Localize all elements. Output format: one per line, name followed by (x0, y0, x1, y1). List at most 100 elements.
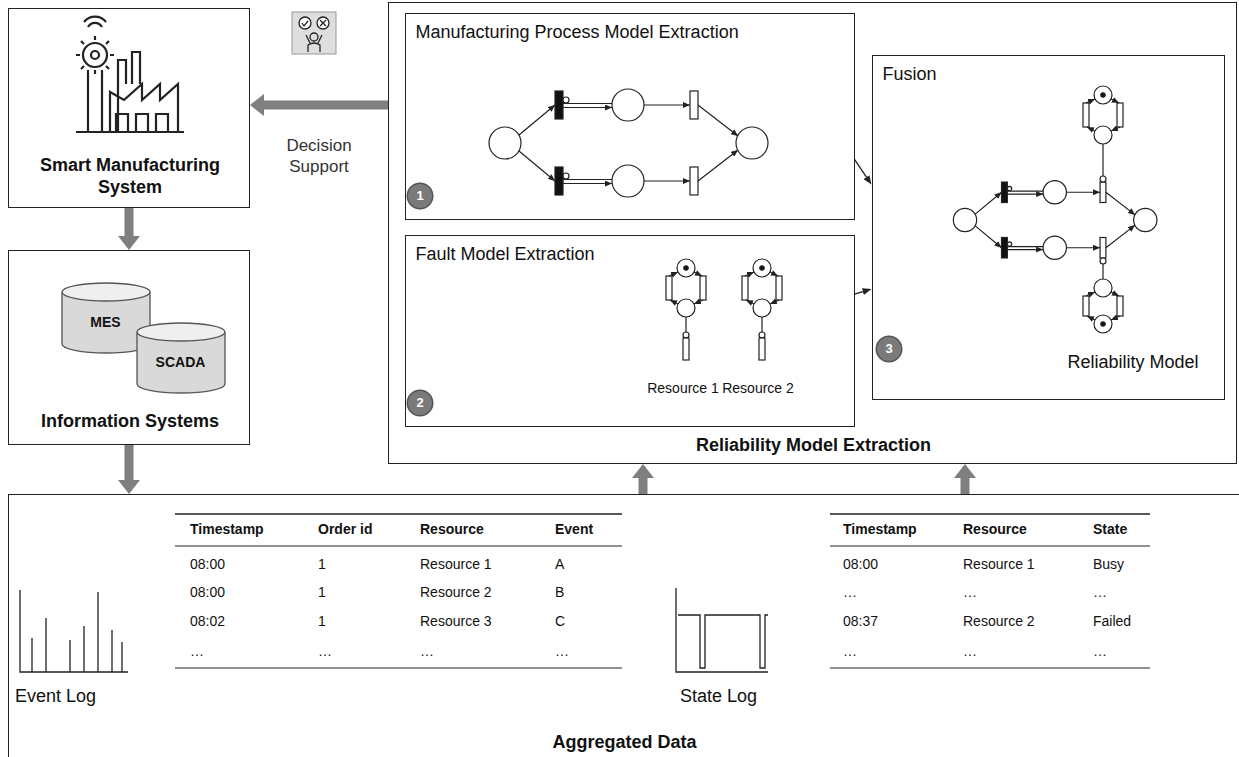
table-cell: … (420, 643, 434, 660)
double-arc (1007, 191, 1043, 192)
arc-line (1066, 247, 1100, 248)
table-cell: … (318, 643, 332, 660)
arc-line (519, 151, 555, 181)
table-cell: A (555, 556, 564, 573)
arc-line (975, 192, 1001, 214)
table-cell: Resource 3 (420, 613, 492, 630)
inhibitor-dot (1007, 186, 1011, 190)
place-circle (612, 89, 644, 121)
chart-axes (20, 590, 128, 672)
place-circle (612, 165, 644, 197)
table-cell: 08:37 (843, 613, 878, 630)
node-heading: MES (60, 314, 152, 331)
place-circle (1094, 279, 1112, 297)
node-heading: Smart Manufacturing System (19, 155, 241, 198)
petri-nets (489, 86, 1157, 360)
arc-line (1111, 99, 1119, 103)
node-heading: Manufacturing Process Model Extraction (416, 22, 846, 44)
gear-hub (91, 51, 99, 59)
table-cell: … (1093, 584, 1107, 601)
arc-line (644, 104, 690, 105)
resource-label: Resource 1 (647, 380, 719, 397)
double-arc (1007, 246, 1043, 247)
double-arc (563, 107, 612, 108)
inhibitor-dot (1007, 242, 1011, 246)
place-circle (1094, 86, 1112, 104)
inhibitor-dot (1100, 176, 1106, 182)
place-circle (1043, 181, 1066, 204)
flow-arrow (125, 445, 134, 480)
arc-line (670, 300, 678, 304)
place-circle (1094, 315, 1112, 333)
chart-axes (676, 588, 768, 672)
arc-line (694, 272, 702, 276)
arc-line (669, 272, 678, 276)
place-circle (489, 127, 521, 159)
table-cell: Resource 2 (420, 584, 492, 601)
cylinder-top (137, 323, 225, 341)
timed-transition (1002, 238, 1008, 258)
edge-label: Decision Support (273, 135, 365, 178)
log-title: State Log (680, 686, 757, 708)
node-heading: Fault Model Extraction (416, 244, 846, 266)
table-rule (830, 668, 1150, 669)
transition-bar (666, 276, 672, 300)
callout-number: 1 (408, 184, 432, 208)
double-arc (563, 179, 612, 180)
wifi-symbol (84, 17, 106, 27)
person-head (310, 33, 318, 41)
factory-hall (82, 84, 178, 132)
callout-digit: 2 (408, 395, 432, 411)
double-arc (563, 183, 612, 184)
table-rule (175, 546, 622, 547)
timed-transition (1002, 182, 1008, 202)
table-rule (830, 546, 1150, 547)
double-arc (563, 103, 612, 104)
table-cell: Resource (963, 521, 1027, 538)
flow-arrow (125, 208, 134, 236)
factory-icon (76, 17, 184, 132)
transition-bar (690, 91, 698, 119)
table-cell: 1 (318, 584, 326, 601)
table-cell: Resource 1 (963, 556, 1035, 573)
transition-bar (776, 276, 782, 300)
callout-digit: 1 (408, 188, 432, 204)
transition-bar (683, 338, 689, 360)
table-cell: 08:02 (190, 613, 225, 630)
transition-bar (742, 276, 748, 300)
table-rule (830, 513, 1150, 515)
fusion-arrow (855, 159, 867, 177)
table-cell: B (555, 584, 564, 601)
stub-line (1102, 144, 1103, 176)
inhibitor-dot (563, 97, 569, 103)
double-arc (1007, 193, 1043, 194)
flow-arrow (639, 478, 648, 494)
cross-mark (320, 20, 326, 26)
transition-bar (1117, 296, 1123, 316)
place-circle (753, 299, 771, 317)
table-cell: … (190, 643, 204, 660)
check-mark (302, 21, 308, 26)
event-log-icon (20, 590, 128, 672)
table-cell: … (843, 643, 857, 660)
table-rules (175, 514, 1150, 668)
node-heading: Aggregated Data (9, 732, 1239, 754)
table-cell: 08:00 (190, 556, 225, 573)
place-circle (953, 208, 976, 231)
table-cell: Resource (420, 521, 484, 538)
transition-bar (690, 167, 698, 195)
table-cell: … (843, 584, 857, 601)
ground-line (76, 131, 184, 133)
timed-transition (555, 91, 563, 119)
arc-line (1086, 99, 1095, 103)
table-cell: 08:00 (190, 584, 225, 601)
arc-line (975, 226, 1001, 248)
place-circle (753, 259, 771, 277)
stub-line (1102, 264, 1103, 279)
gear-symbol (83, 43, 107, 67)
arc-line (1086, 292, 1095, 296)
arc-line (1066, 192, 1100, 193)
node-heading: Fusion (883, 64, 1033, 86)
transition-bar (759, 338, 765, 360)
transition-bar (1117, 103, 1123, 127)
